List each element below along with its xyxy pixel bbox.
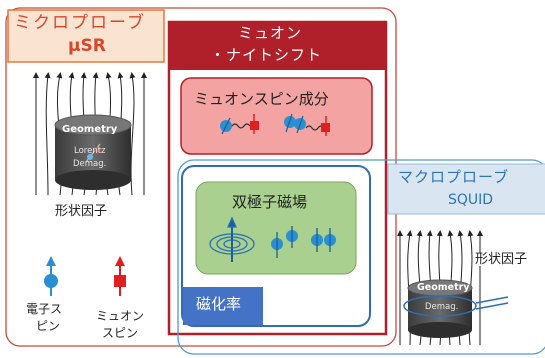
dipole-field-label: 双極子磁場: [232, 193, 308, 211]
micro-geometry-demag: Demag.: [73, 159, 107, 169]
electron-spin-icon: [44, 256, 58, 296]
micro-probe-method: μSR: [68, 36, 106, 56]
micro-geometry-label: Geometry: [62, 124, 118, 135]
dipole-field-loops-icon: [209, 216, 255, 262]
macro-probe-title: マクロプローブ: [398, 168, 510, 186]
muon-spin-component-box: [180, 77, 373, 155]
knight-shift-header: [169, 22, 386, 70]
muon-spin-label-2: スピン: [102, 326, 139, 340]
macro-geometry-label: Geometry: [417, 282, 470, 293]
macro-probe-method: SQUID: [448, 192, 494, 208]
macro-shape-factor-label: 形状因子: [474, 252, 529, 267]
electron-spin-label-1: 電子ス: [26, 302, 63, 316]
macro-geometry-cylinder: [407, 279, 473, 338]
muon-electron-pair-icon-1: [220, 114, 259, 135]
muon-electron-pair-icon-2: [284, 113, 330, 136]
knight-shift-title-2: ・ナイトシフト: [210, 46, 323, 64]
micro-probe-title: ミクロプローブ: [14, 13, 146, 33]
micro-shape-factor-label: 形状因子: [55, 204, 108, 219]
muon-spin-label-1: ミュオン: [96, 309, 145, 323]
susceptibility-label: 磁化率: [196, 295, 242, 313]
squid-pickup-coil-icon: [403, 295, 509, 317]
macro-probe-frame: [177, 159, 545, 355]
susceptibility-frame: [181, 165, 371, 327]
dipole-spin-pair-icon: [271, 226, 298, 258]
muon-spin-component-label: ミュオンスピン成分: [194, 90, 329, 108]
micro-cylinder-spins-icon: [85, 143, 102, 163]
micro-geometry-lorentz: Lorentz: [74, 146, 106, 156]
micro-probe-title-box: [7, 9, 165, 63]
knight-shift-title-1: ミュオン: [238, 24, 303, 42]
macro-geometry-demag: Demag.: [425, 302, 459, 312]
macro-probe-title-box: [387, 163, 545, 215]
susceptibility-box: [183, 287, 263, 325]
electron-spin-label-2: ピン: [36, 319, 61, 333]
dipole-spin-cluster-icon: [311, 228, 336, 252]
muon-spin-icon: [114, 256, 126, 296]
